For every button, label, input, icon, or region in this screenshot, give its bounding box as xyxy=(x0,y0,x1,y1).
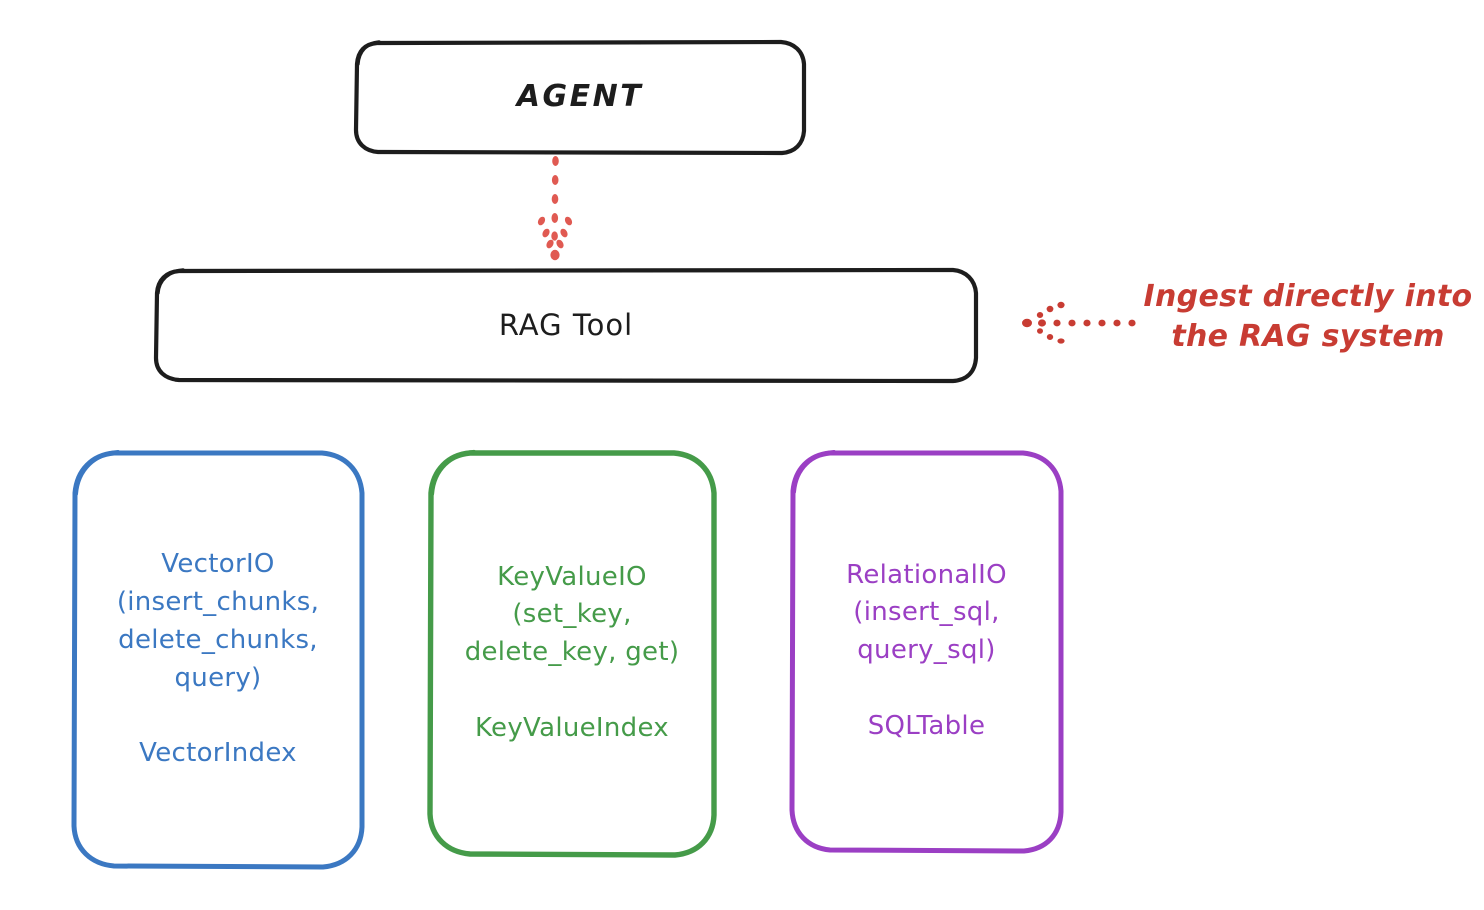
edge-agent-to-rag-tool xyxy=(537,156,573,261)
node-rag-tool[interactable]: RAG Tool xyxy=(153,266,979,384)
relational-io-box-outline xyxy=(789,450,1064,854)
key-value-io-box-outline xyxy=(427,449,717,858)
node-key-value-io[interactable]: KeyValueIO (set_key, delete_key, get) Ke… xyxy=(426,448,718,858)
node-vector-io-label: VectorIO (insert_chunks, delete_chunks, … xyxy=(116,549,320,768)
node-relational-io[interactable]: RelationalIO (insert_sql, query_sql) SQL… xyxy=(788,448,1065,854)
vector-io-box-outline xyxy=(71,450,365,870)
node-relational-io-label: RelationalIO (insert_sql, query_sql) SQL… xyxy=(846,559,1007,741)
node-vector-io[interactable]: VectorIO (insert_chunks, delete_chunks, … xyxy=(70,448,366,871)
rag-tool-box-outline xyxy=(153,267,979,384)
node-key-value-io-label: KeyValueIO (set_key, delete_key, get) Ke… xyxy=(464,561,680,743)
node-agent[interactable]: AGENT xyxy=(353,38,807,156)
edge-ingest-arrow xyxy=(1022,301,1136,344)
annotation-ingest-text: Ingest directly into the RAG system xyxy=(1143,279,1473,354)
agent-box-outline xyxy=(353,39,807,156)
node-rag-tool-label: RAG Tool xyxy=(498,307,634,342)
node-agent-label: AGENT xyxy=(516,78,644,114)
